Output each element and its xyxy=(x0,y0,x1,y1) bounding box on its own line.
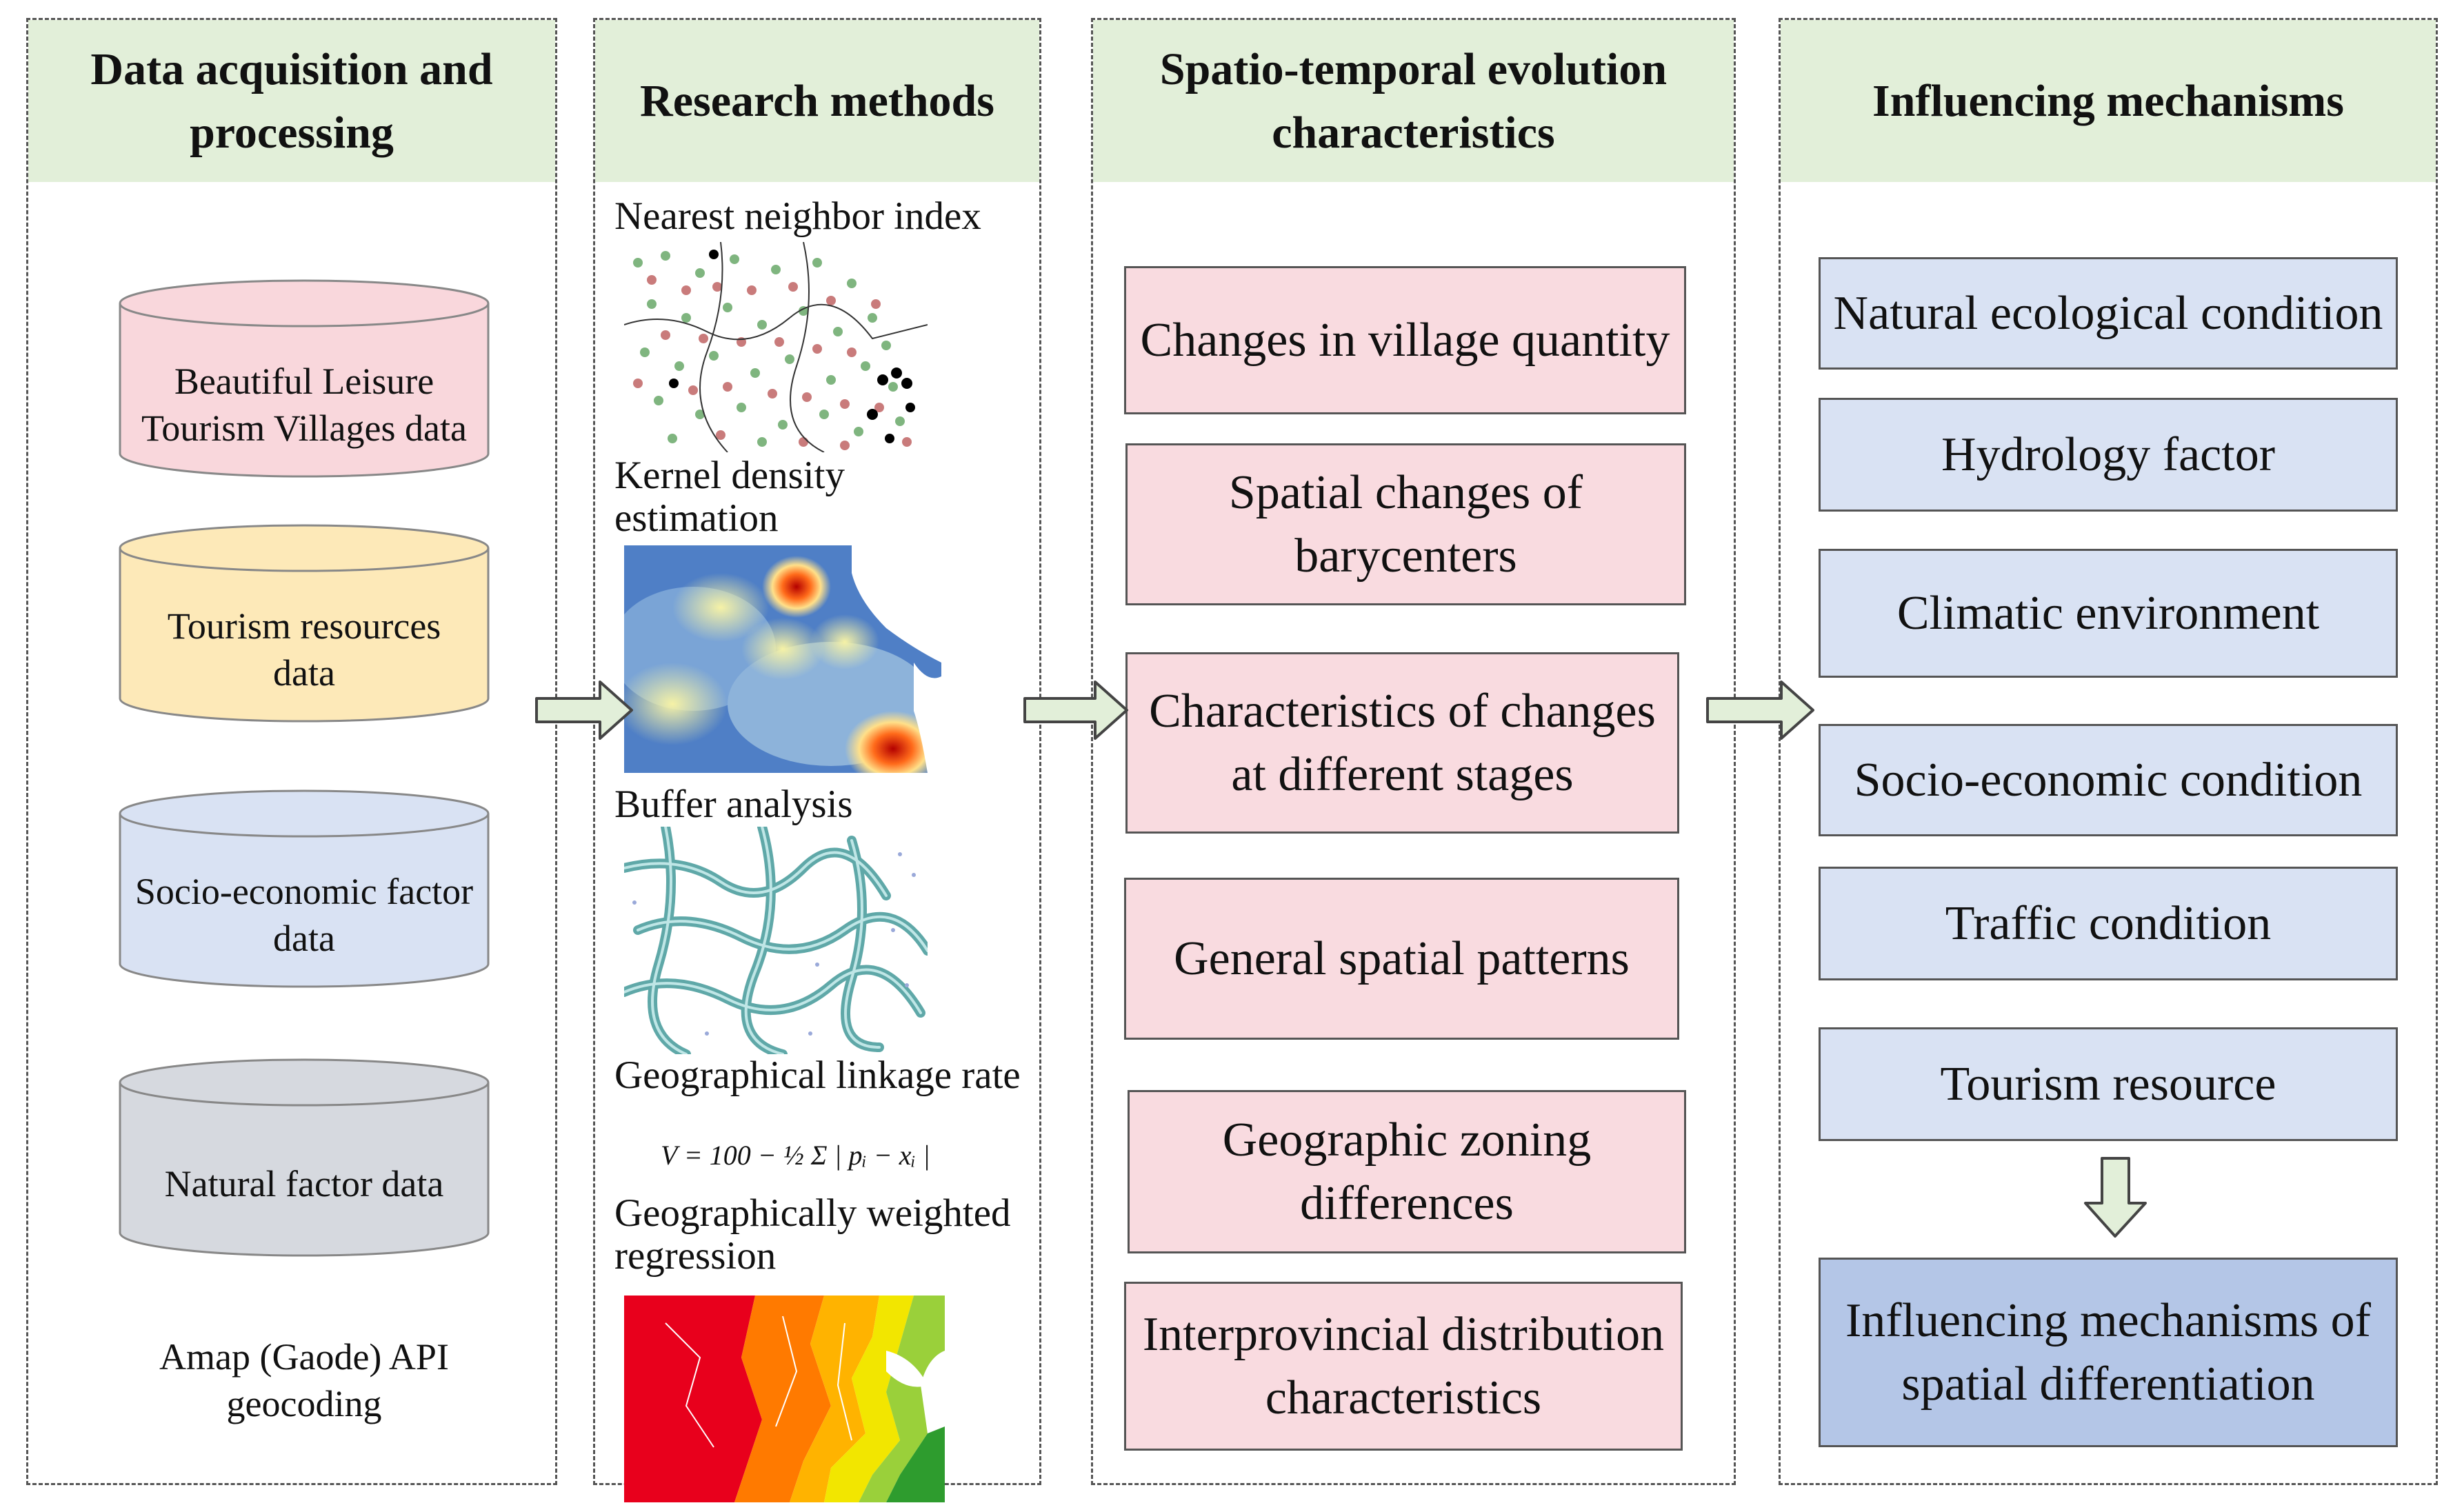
mechanism-item-natural: Natural ecological condition xyxy=(1819,257,2398,370)
geocoding-caption: Amap (Gaode) API geocoding xyxy=(159,1336,449,1424)
nni-map xyxy=(624,242,928,452)
kde-map xyxy=(624,545,941,773)
method-label-gwr: Geographically weighted regression xyxy=(614,1191,1011,1278)
mechanism-item-socio: Socio-economic condition xyxy=(1819,724,2398,836)
evolution-item-barycenters: Spatial changes of barycenters xyxy=(1125,443,1686,605)
mechanism-item-hydrology: Hydrology factor xyxy=(1819,398,2398,512)
cylinder-socio-data: Socio-economic factor data xyxy=(118,789,490,989)
gwr-map xyxy=(624,1296,945,1502)
right-arrow-icon xyxy=(1706,681,1814,740)
evolution-title: Spatio-temporal evolution characteristic… xyxy=(1093,20,1734,182)
mechanism-result: Influencing mechanisms of spatial differ… xyxy=(1819,1258,2398,1447)
method-label-buffer: Buffer analysis xyxy=(614,783,853,826)
right-arrow-icon xyxy=(535,681,633,740)
database-icon xyxy=(119,524,490,723)
cylinder-label: Beautiful Leisure Tourism Villages data xyxy=(141,360,467,449)
database-icon xyxy=(119,789,490,988)
database-icon xyxy=(119,1058,490,1257)
mechanism-item-climate: Climatic environment xyxy=(1819,549,2398,678)
evolution-item-village-quantity: Changes in village quantity xyxy=(1124,266,1686,414)
cylinder-natural-data: Natural factor data xyxy=(118,1058,490,1258)
cylinder-label: Tourism resources data xyxy=(167,605,441,694)
mechanism-item-tourism: Tourism resource xyxy=(1819,1027,2398,1141)
method-label-linkage: Geographical linkage rate xyxy=(614,1054,1021,1097)
evolution-item-interprovincial: Interprovincial distribution characteris… xyxy=(1124,1282,1683,1451)
cylinder-villages-data: Beautiful Leisure Tourism Villages data xyxy=(118,279,490,478)
data-acquisition-title: Data acquisition and processing xyxy=(28,20,555,182)
data-acquisition-panel: Data acquisition and processing Beautifu… xyxy=(26,18,557,1485)
mechanism-item-traffic: Traffic condition xyxy=(1819,867,2398,980)
database-icon xyxy=(119,279,490,478)
method-label-nni: Nearest neighbor index xyxy=(614,194,981,238)
research-methods-panel: Research methods Nearest neighbor index xyxy=(593,18,1041,1502)
evolution-panel: Spatio-temporal evolution characteristic… xyxy=(1091,18,1736,1485)
cylinder-label: Socio-economic factor data xyxy=(134,870,474,959)
cylinder-label: Natural factor data xyxy=(164,1162,444,1204)
research-methods-title: Research methods xyxy=(595,20,1039,182)
mechanisms-panel: Influencing mechanisms Natural ecologica… xyxy=(1779,18,2438,1485)
evolution-item-stages: Characteristics of changes at different … xyxy=(1125,652,1679,834)
mechanisms-title: Influencing mechanisms xyxy=(1781,20,2436,182)
linkage-formula: V = 100 − ½ Σ | pᵢ − xᵢ | xyxy=(661,1140,930,1171)
down-arrow-icon xyxy=(2084,1157,2147,1238)
right-arrow-icon xyxy=(1023,681,1128,740)
evolution-item-spatial-patterns: General spatial patterns xyxy=(1124,878,1679,1040)
evolution-item-zoning: Geographic zoning differences xyxy=(1128,1090,1686,1253)
cylinder-tourism-data: Tourism resources data xyxy=(118,523,490,723)
method-label-kde: Kernel density estimation xyxy=(614,454,845,540)
buffer-map xyxy=(624,827,928,1054)
